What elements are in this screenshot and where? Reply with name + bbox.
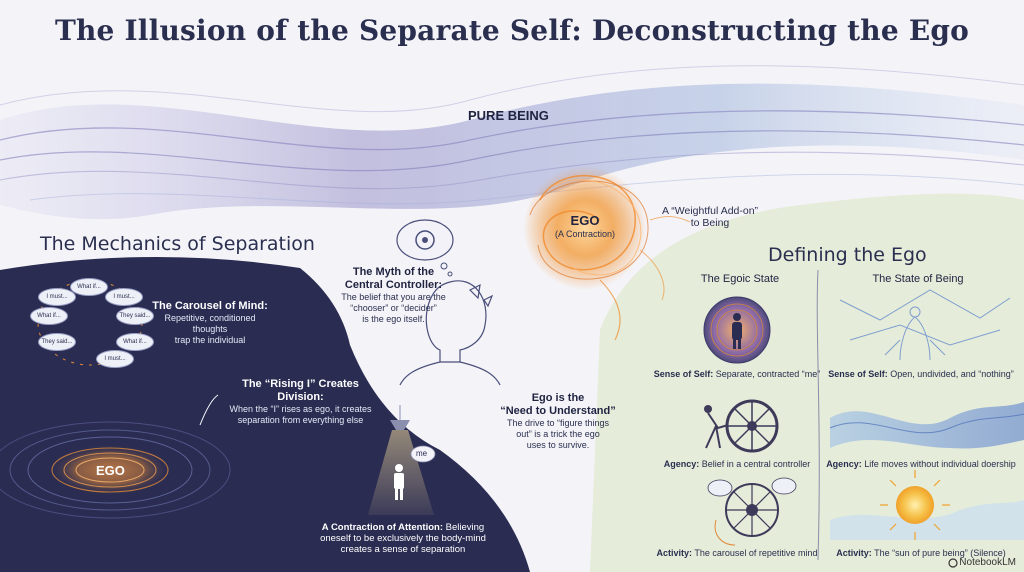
myth-heading-1: The Myth of the bbox=[352, 266, 435, 278]
rising-body-2: separation from everything else bbox=[237, 415, 364, 425]
brand-label: NotebookLM bbox=[959, 557, 1016, 568]
being-agency: Agency: Life moves without individual do… bbox=[818, 458, 1024, 470]
row-label: Agency: bbox=[826, 459, 862, 469]
myth-heading-2: Central Controller: bbox=[344, 279, 443, 291]
ego-vortex bbox=[523, 166, 691, 341]
egoic-activity: Activity: The carousel of repetitive min… bbox=[632, 547, 842, 559]
spotlight-figure bbox=[368, 405, 436, 515]
row-label: Sense of Self: bbox=[653, 369, 714, 379]
row-label: Agency: bbox=[663, 459, 700, 469]
row-value: Life moves without individual doership bbox=[861, 459, 1016, 469]
carousel-body-2: trap the individual bbox=[174, 335, 246, 345]
carousel-bubble: I must... bbox=[38, 288, 76, 306]
need-body-1: The drive to “figure things bbox=[506, 418, 610, 428]
myth-body-2: “chooser” or “decider” bbox=[350, 303, 437, 313]
row-value: Belief in a central controller bbox=[699, 459, 811, 469]
me-bubble-label: me bbox=[416, 449, 428, 458]
central-controller-wheel bbox=[704, 399, 779, 453]
myth-body-1: The belief that you are the bbox=[341, 292, 446, 302]
egoic-agency: Agency: Belief in a central controller bbox=[632, 458, 842, 470]
notebooklm-brand: NotebookLM bbox=[959, 557, 1016, 568]
weightful-addon-label: A “Weightful Add-on” to Being bbox=[650, 205, 770, 229]
column-header-egoic: The Egoic State bbox=[700, 273, 780, 285]
carousel-heading: The Carousel of Mind: bbox=[152, 300, 268, 312]
need-to-understand: Ego is the “Need to Understand” The driv… bbox=[498, 392, 618, 451]
row-value: Separate, contracted “me” bbox=[713, 369, 821, 379]
need-heading-1: Ego is the bbox=[531, 392, 585, 404]
rising-heading: The “Rising I” Creates Division: bbox=[242, 378, 359, 403]
carousel-body-1: Repetitive, conditioned thoughts bbox=[164, 313, 256, 334]
column-header-being: The State of Being bbox=[872, 273, 964, 285]
rising-i-text: The “Rising I” Creates Division: When th… bbox=[218, 378, 383, 426]
section-title-mechanics: The Mechanics of Separation bbox=[40, 233, 315, 255]
row-value: The “sun of pure being” (Silence) bbox=[871, 548, 1006, 558]
pure-being-wave bbox=[0, 65, 1024, 220]
addon-line-2: to Being bbox=[690, 217, 730, 229]
contraction-line-1: A Contraction of Attention: Believing bbox=[318, 522, 488, 533]
being-sense-of-self: Sense of Self: Open, undivided, and “not… bbox=[818, 368, 1024, 380]
carousel-bubble: They said... bbox=[38, 333, 76, 351]
fragmented-head-figure bbox=[399, 280, 501, 386]
egoic-state-figure bbox=[703, 296, 771, 364]
carousel-bubble: I must... bbox=[105, 288, 143, 306]
row-label: Activity: bbox=[656, 548, 693, 558]
row-label: Sense of Self: bbox=[828, 369, 888, 379]
gear-thought-cloud bbox=[396, 219, 454, 277]
myth-central-controller: The Myth of the Central Controller: The … bbox=[336, 266, 451, 325]
notebooklm-logo-mark bbox=[948, 558, 958, 568]
ego-title: EGO bbox=[570, 213, 600, 228]
addon-line-1: A “Weightful Add-on” bbox=[661, 205, 759, 217]
pure-being-label: PURE BEING bbox=[468, 108, 549, 123]
egoic-sense-of-self: Sense of Self: Separate, contracted “me” bbox=[632, 368, 842, 380]
carousel-bubble: What if... bbox=[30, 307, 68, 325]
contraction-heading: A Contraction of Attention: bbox=[321, 522, 443, 533]
carousel-bubble: They said... bbox=[116, 307, 154, 325]
page-title: The Illusion of the Separate Self: Decon… bbox=[54, 14, 970, 47]
column-divider bbox=[816, 269, 820, 561]
need-body-2: out” is a trick the ego bbox=[516, 429, 600, 439]
row-value: Open, undivided, and “nothing” bbox=[887, 369, 1014, 379]
row-label: Activity: bbox=[836, 548, 872, 558]
section-title-defining: Defining the Ego bbox=[768, 244, 927, 266]
state-of-being-figure bbox=[839, 289, 1011, 361]
ego-subtitle: (A Contraction) bbox=[554, 229, 616, 239]
dark-ego-spiral bbox=[0, 394, 231, 519]
need-body-3: uses to survive. bbox=[526, 440, 590, 450]
contraction-line-3: creates a sense of separation bbox=[340, 544, 466, 555]
contraction-line-1-rest: Believing bbox=[443, 522, 485, 533]
dark-ego-label: EGO bbox=[96, 463, 125, 478]
carousel-mind-wheel bbox=[707, 477, 797, 546]
contraction-line-2: oneself to be exclusively the body-mind bbox=[320, 533, 486, 544]
ego-contraction-label: EGO (A Contraction) bbox=[545, 213, 625, 240]
sun-of-pure-being bbox=[830, 470, 1024, 540]
rising-body-1: When the “I” rises as ego, it creates bbox=[229, 404, 372, 414]
carousel-of-mind-text: The Carousel of Mind: Repetitive, condit… bbox=[150, 300, 270, 346]
carousel-bubble: What if... bbox=[116, 333, 154, 351]
need-heading-2: “Need to Understand” bbox=[500, 405, 616, 417]
contraction-of-attention-text: A Contraction of Attention: Believing on… bbox=[318, 522, 488, 555]
flowing-life-wave bbox=[829, 402, 1024, 449]
being-activity: Activity: The “sun of pure being” (Silen… bbox=[818, 547, 1024, 559]
carousel-bubble: What if... bbox=[70, 278, 108, 296]
row-value: The carousel of repetitive mind bbox=[692, 548, 818, 558]
carousel-bubble: I must... bbox=[96, 350, 134, 368]
myth-body-3: is the ego itself. bbox=[362, 314, 425, 324]
